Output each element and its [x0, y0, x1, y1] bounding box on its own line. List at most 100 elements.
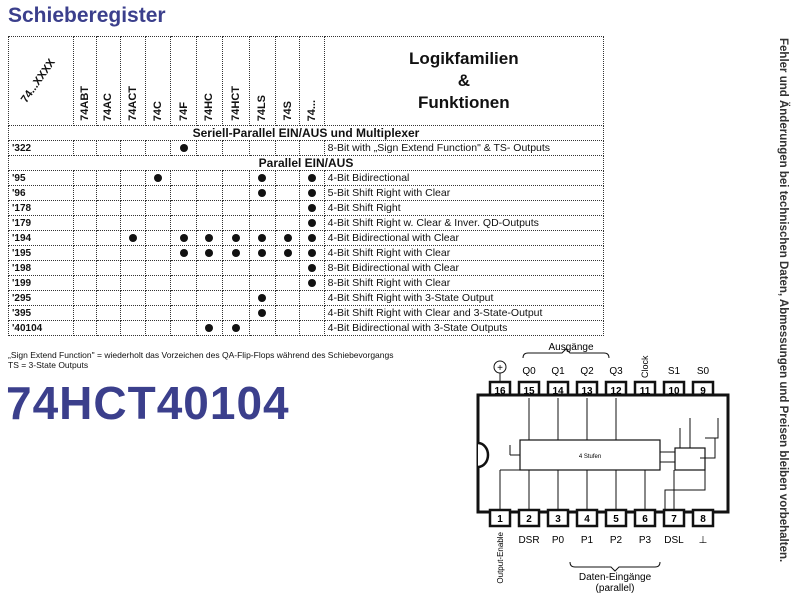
availability-cell [170, 170, 197, 186]
availability-cell [299, 185, 325, 201]
availability-cell [299, 275, 325, 291]
footnote-ts: TS = 3-State Outputs [8, 360, 89, 370]
availability-cell [222, 260, 250, 276]
type-cell: '179 [8, 215, 74, 231]
family-header-2: 74ACT [119, 36, 147, 126]
family-header-3: 74C [145, 36, 172, 126]
availability-cell [72, 140, 98, 156]
type-cell: '95 [8, 170, 74, 186]
availability-cell [195, 170, 224, 186]
available-dot [307, 188, 316, 197]
availability-cell [119, 305, 147, 321]
availability-cell [195, 200, 224, 216]
type-cell: '40104 [8, 320, 74, 336]
availability-cell [274, 200, 301, 216]
family-header-8: 74S [274, 36, 301, 126]
availability-cell [145, 170, 172, 186]
pin-number: 16 [494, 386, 506, 397]
availability-cell [72, 185, 98, 201]
availability-cell [248, 140, 276, 156]
core-label: 4 Stufen [579, 454, 601, 460]
bottom-pin-label: DSR [518, 535, 539, 546]
availability-cell [145, 320, 172, 336]
footnotes: „Sign Extend Function" = wiederholt das … [8, 350, 394, 370]
availability-cell [248, 275, 276, 291]
availability-cell [195, 140, 224, 156]
family-header-7: 74LS [248, 36, 276, 126]
family-header-1: 74AC [96, 36, 121, 126]
footnote-sign-extend: „Sign Extend Function" = wiederholt das … [8, 350, 394, 360]
availability-cell [299, 305, 325, 321]
availability-cell [72, 320, 98, 336]
availability-cell [222, 185, 250, 201]
availability-cell [222, 290, 250, 306]
available-dot [231, 323, 240, 332]
function-description: 4-Bit Bidirectional [323, 170, 605, 186]
availability-cell [248, 215, 276, 231]
pin-number: 5 [613, 514, 619, 525]
available-dot [307, 233, 316, 242]
available-dot [258, 248, 267, 257]
bottom-pin-label: P1 [581, 535, 594, 546]
available-dot [307, 203, 316, 212]
availability-cell [170, 185, 197, 201]
family-header-label: 74HCT [229, 86, 242, 121]
availability-cell [222, 275, 250, 291]
availability-cell [195, 320, 224, 336]
available-dot [307, 278, 316, 287]
availability-cell [72, 230, 98, 246]
section-title: Parallel EIN/AUS [8, 155, 604, 171]
availability-cell [119, 170, 147, 186]
function-description: 4-Bit Shift Right w. Clear & Inver. QD-O… [323, 215, 605, 231]
availability-cell [119, 290, 147, 306]
available-dot [231, 248, 240, 257]
function-description: 5-Bit Shift Right with Clear [323, 185, 605, 201]
availability-cell [222, 320, 250, 336]
availability-cell [96, 200, 121, 216]
pin-number: 6 [642, 514, 648, 525]
pin-number: 13 [581, 386, 593, 397]
availability-cell [299, 200, 325, 216]
output-enable-block [674, 447, 706, 471]
availability-cell [222, 245, 250, 261]
family-header-label: 74HC [203, 92, 216, 121]
availability-cell [299, 230, 325, 246]
family-header-label: 74... [305, 99, 318, 121]
top-pin-label: S1 [668, 366, 681, 377]
family-header-label: 74AC [102, 92, 115, 121]
availability-cell [119, 185, 147, 201]
type-cell: '395 [8, 305, 74, 321]
availability-cell [248, 320, 276, 336]
available-dot [258, 308, 267, 317]
available-dot [258, 188, 267, 197]
pin-number: 1 [497, 514, 503, 525]
section-title: Seriell-Parallel EIN/AUS und Multiplexer [8, 125, 604, 141]
availability-cell [248, 290, 276, 306]
availability-cell [72, 275, 98, 291]
available-dot [307, 248, 316, 257]
top-pin-label: Q3 [609, 366, 623, 377]
outputs-brace [522, 348, 610, 359]
availability-cell [145, 275, 172, 291]
availability-cell [222, 305, 250, 321]
available-dot [205, 233, 214, 242]
inputs-brace [569, 561, 661, 572]
family-header-5: 74HC [195, 36, 224, 126]
availability-cell [248, 230, 276, 246]
type-cell: '295 [8, 290, 74, 306]
availability-cell [96, 275, 121, 291]
part-number: 74HCT40104 [6, 377, 290, 429]
available-dot [307, 173, 316, 182]
type-column-header: 74...XXXX [8, 36, 74, 126]
availability-cell [274, 260, 301, 276]
availability-cell [119, 215, 147, 231]
availability-cell [145, 215, 172, 231]
table-row: '179 4-Bit Shift Right w. Clear & Inver. … [8, 215, 605, 231]
availability-cell [195, 305, 224, 321]
